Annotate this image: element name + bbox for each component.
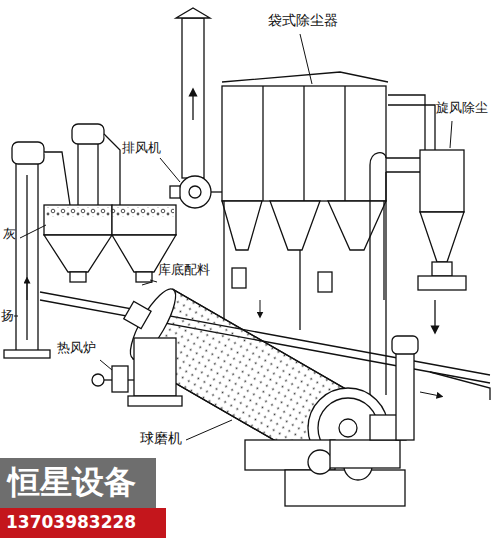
watermark-text: 恒星设备: [8, 463, 136, 501]
drawing-part: [112, 366, 128, 392]
flow-arrows: [27, 280, 440, 396]
drawing-part: [434, 300, 435, 330]
phone-band: [0, 508, 166, 538]
drawing-part: [383, 201, 384, 300]
phone-number: 13703983228: [6, 512, 136, 532]
drawing-part: [192, 92, 193, 120]
drawing-part: [150, 280, 157, 282]
drawing-part: [92, 374, 104, 386]
drawing-part: [44, 235, 112, 272]
drawing-part: [308, 450, 332, 474]
part-label: 灰: [3, 226, 16, 242]
drawing-part: [432, 262, 452, 276]
leader-lines: [14, 34, 452, 440]
drawing-part: [4, 350, 50, 358]
drawing-part: [262, 86, 263, 201]
drawing-part: [44, 152, 70, 205]
drawing-part: [386, 158, 420, 172]
bucket-elevator: [392, 336, 418, 440]
drawing-part: [142, 282, 152, 285]
drawing-part: [16, 160, 38, 355]
part-label: 排风机: [122, 140, 161, 156]
part-label: 扬: [1, 308, 14, 324]
drawing-part: [420, 150, 464, 212]
part-label: 袋式除尘器: [268, 12, 338, 29]
storage-bin: [44, 205, 176, 282]
watermark-band: [0, 458, 156, 508]
drawing-part: [4, 8, 490, 506]
drawing-part: [100, 360, 112, 370]
drawing-part: [330, 440, 400, 468]
hot-air-furnace: [92, 338, 182, 406]
drawing-part: [46, 207, 174, 217]
exhaust-fan: [170, 176, 224, 208]
drawing-part: [20, 225, 46, 238]
bag-filter: [222, 72, 388, 330]
drawing-part: [300, 34, 312, 84]
drawing-part: [189, 186, 201, 198]
drawing-part: [72, 124, 104, 144]
drawing-part: [104, 134, 120, 205]
bucket-elevator: [72, 124, 120, 210]
drawing-part: [128, 396, 182, 406]
bucket-elevator: [4, 142, 50, 358]
drawing-part: [388, 95, 435, 150]
part-label: 旋风除尘: [436, 100, 488, 116]
drawing-part: [420, 392, 440, 396]
drawing-part: [222, 201, 262, 250]
drawing-part: [232, 268, 246, 288]
exhaust-stack: [176, 8, 210, 178]
drawing-part: [450, 121, 452, 148]
drawing-part: [186, 420, 232, 440]
drawing-part: [299, 250, 300, 330]
drawing-part: [14, 316, 18, 317]
part-label: 库底配料: [158, 262, 210, 278]
drawing-part: [124, 301, 151, 328]
drawing-part: [344, 86, 345, 201]
drawing-part: [27, 280, 28, 300]
drawing-part: [420, 212, 464, 262]
drawing-part: [270, 201, 320, 250]
drawing-part: [170, 186, 180, 198]
drive-base: [245, 415, 406, 506]
drawing-part: [26, 175, 27, 340]
drawing-part: [370, 153, 386, 395]
drawing-part: [182, 18, 204, 178]
drawing-part: [12, 142, 44, 164]
drawing-part: [223, 201, 224, 320]
drawing-part: [285, 470, 405, 506]
drawing-part: [339, 419, 357, 437]
drawing-part: [260, 300, 261, 315]
drawing-part: [136, 272, 152, 282]
drawing-part: [179, 176, 211, 208]
cyclone: [370, 95, 466, 395]
drawing-part: [160, 158, 180, 182]
drawing-part: [70, 272, 86, 282]
part-label: 球磨机: [140, 430, 182, 447]
ball-mill: [109, 275, 367, 470]
drawing-part: [176, 8, 210, 18]
drawing-part: [328, 201, 386, 250]
drawing-part: [418, 276, 466, 290]
drawing-part: [392, 336, 418, 354]
drawing-part: [222, 72, 388, 82]
drawing-part: [396, 350, 414, 440]
drawing-part: [78, 138, 98, 210]
drawing-part: [318, 272, 332, 292]
part-label: 热风炉: [57, 340, 96, 356]
drawing-part: [134, 338, 176, 396]
drawing-part: [222, 86, 386, 201]
drawing-part: [303, 86, 304, 201]
